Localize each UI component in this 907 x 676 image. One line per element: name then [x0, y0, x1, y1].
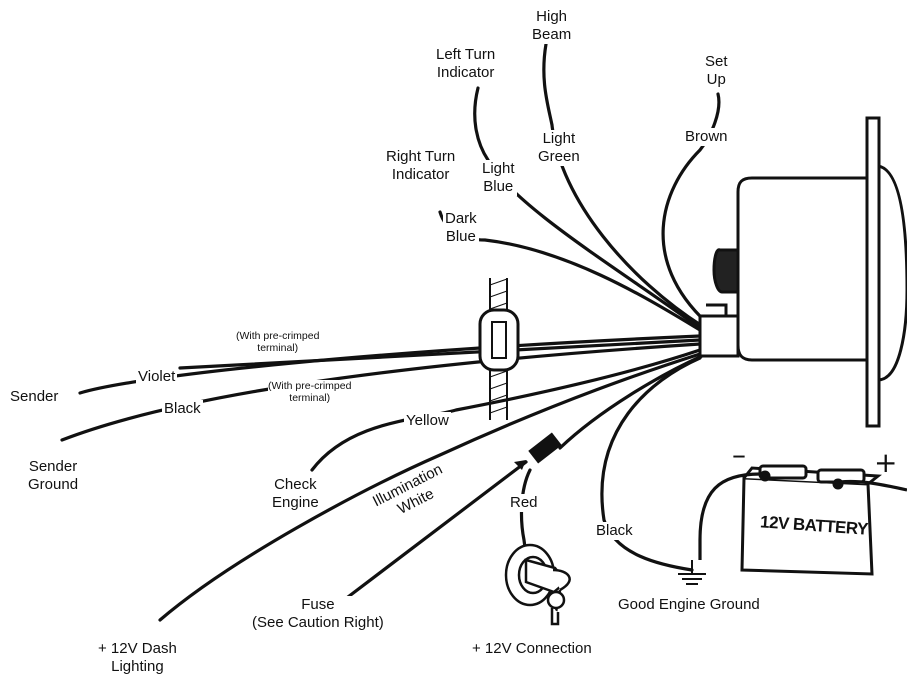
label-yellow: Yellow: [404, 412, 451, 430]
battery-cables: [698, 472, 907, 560]
wire-light-green: [542, 42, 704, 328]
label-red: Red: [508, 494, 540, 512]
gauge-body: [698, 116, 907, 428]
firewall-grommet: [478, 278, 520, 420]
label-good-engine-ground: Good Engine Ground: [616, 596, 762, 614]
wire-brown: [661, 92, 721, 324]
fuse-pointer: [342, 460, 528, 602]
label-12v-connection: + 12V Connection: [470, 640, 594, 658]
label-sender: Sender: [8, 388, 61, 406]
fuse-arrow-head: [514, 460, 526, 470]
key-switch: [504, 543, 571, 626]
label-brown: Brown: [683, 128, 730, 146]
fuse-body: [528, 432, 562, 464]
label-black-ground: Black: [594, 522, 635, 540]
battery-plus-sign: +: [874, 446, 898, 479]
label-black-sender: Black: [162, 400, 203, 418]
wire-black-ground: [600, 356, 702, 572]
ground-symbol: [678, 560, 706, 585]
wire-illumination: [158, 352, 702, 622]
wire-dark-blue: [438, 210, 702, 332]
label-violet: Violet: [136, 368, 178, 386]
label-fuse: Fuse(See Caution Right): [250, 596, 386, 632]
wire-yellow: [310, 348, 702, 472]
battery-minus-sign: –: [732, 438, 746, 471]
wire-black-sender: [60, 342, 702, 442]
